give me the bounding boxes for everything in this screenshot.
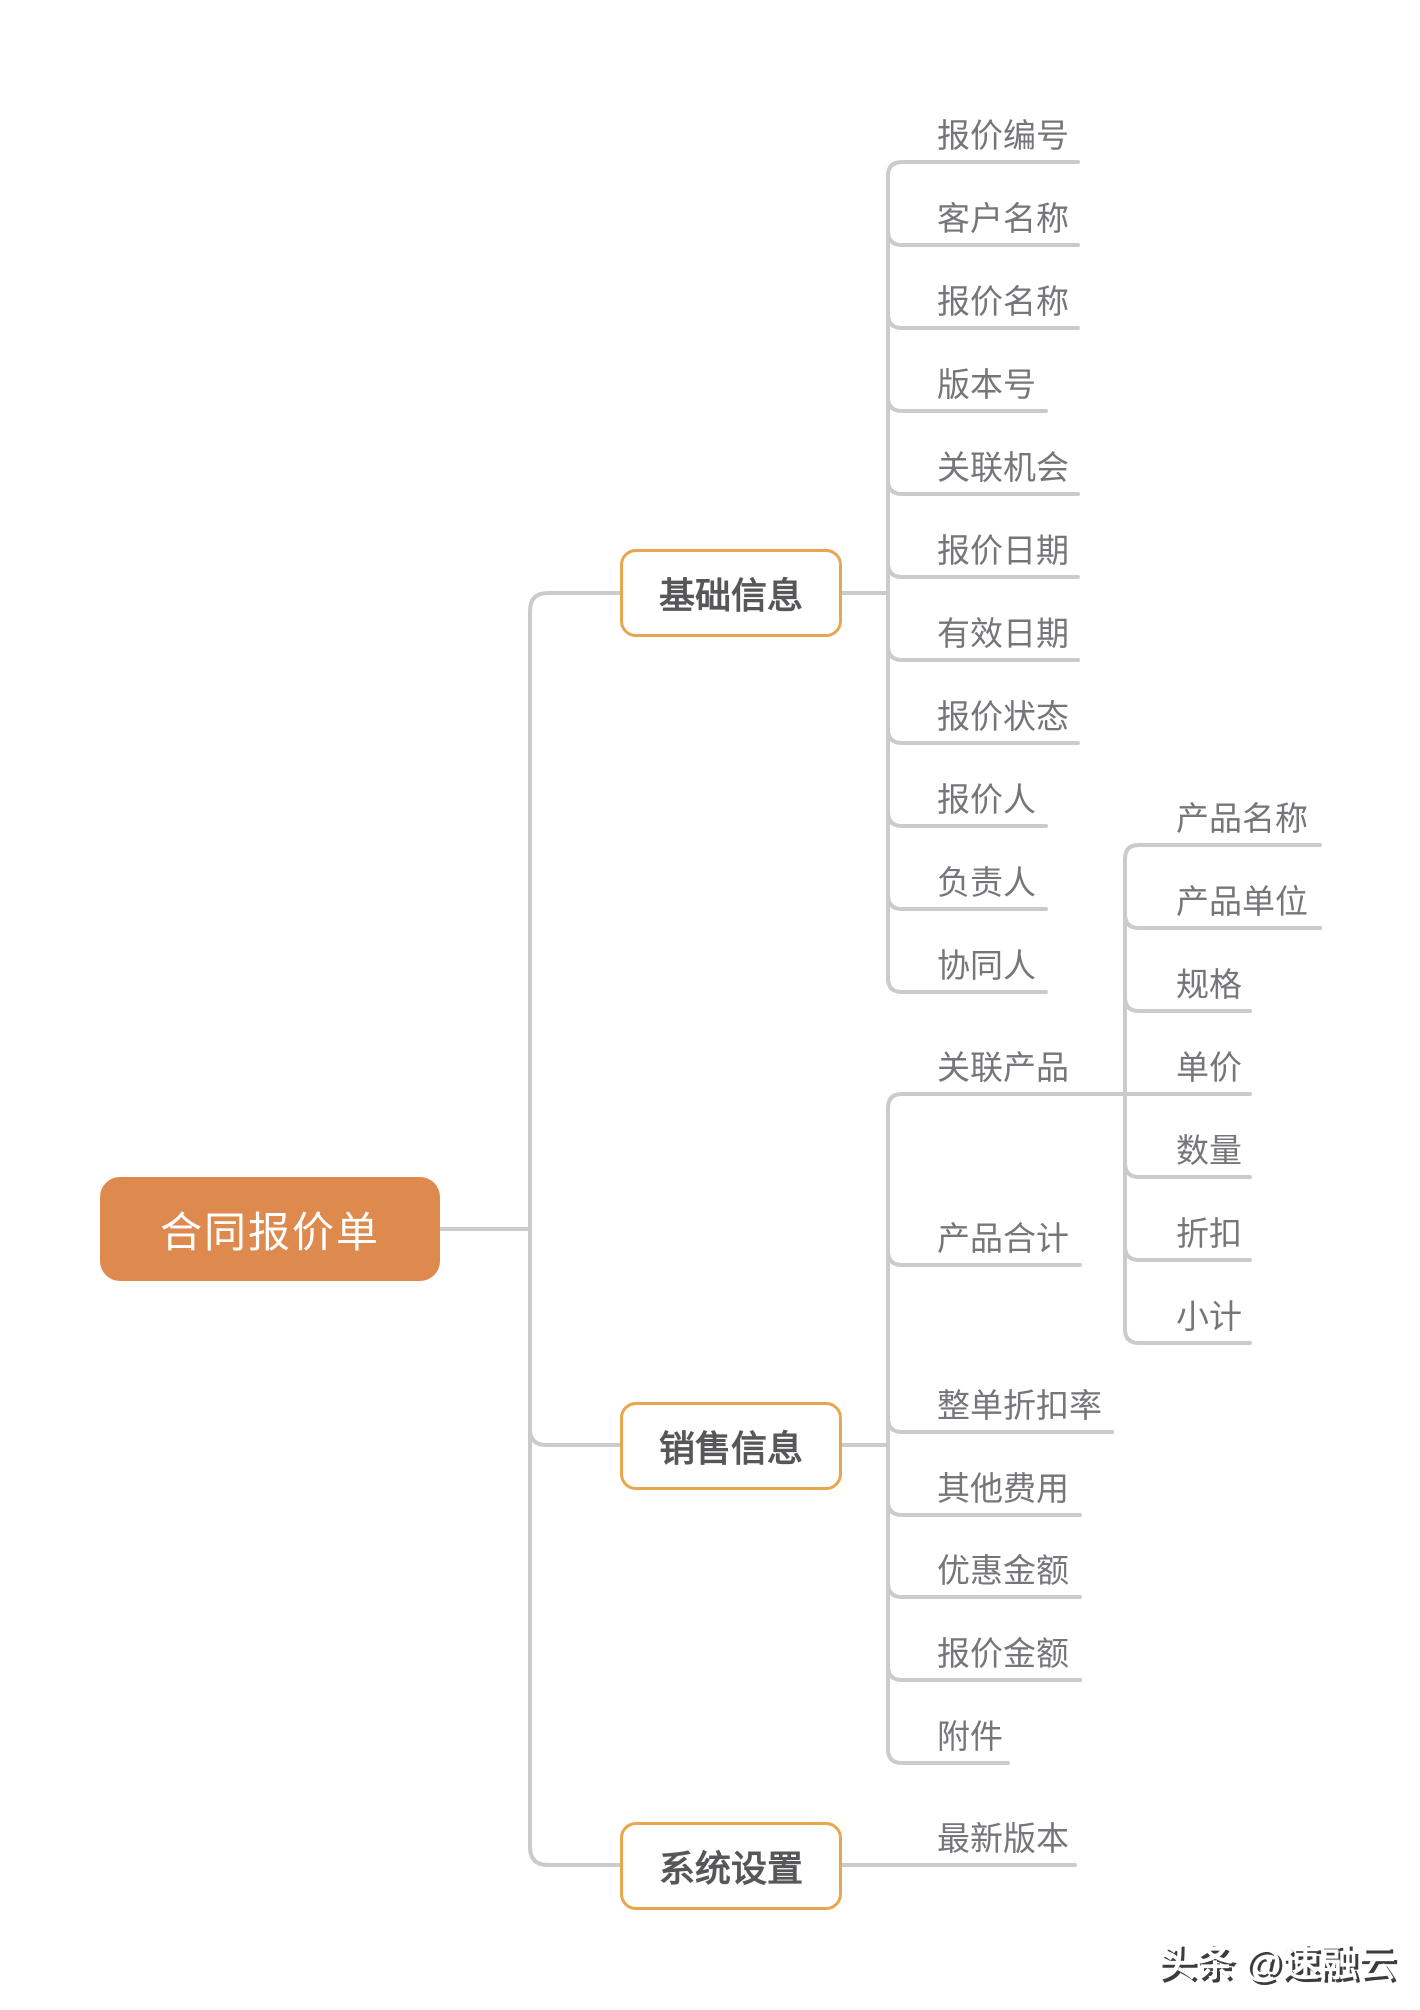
branch-node-system-settings[interactable]: 系统设置 [620, 1822, 842, 1910]
leaf-node[interactable]: 关联机会 [937, 449, 1069, 486]
connector-basic-trunk [886, 160, 1080, 994]
leaf-node[interactable]: 报价日期 [937, 532, 1069, 569]
leaf-node[interactable]: 折扣 [1176, 1215, 1242, 1252]
leaf-node[interactable]: 协同人 [937, 947, 1036, 984]
leaf-node[interactable]: 优惠金额 [937, 1552, 1069, 1589]
leaf-node[interactable]: 报价状态 [937, 698, 1069, 735]
leaf-node[interactable]: 整单折扣率 [937, 1387, 1102, 1424]
watermark: 头条 @速融云 [1158, 1943, 1396, 1985]
leaf-node[interactable]: 产品名称 [1176, 800, 1308, 837]
leaf-node[interactable]: 报价名称 [937, 283, 1069, 320]
leaf-node[interactable]: 报价人 [937, 781, 1036, 818]
leaf-node[interactable]: 有效日期 [937, 615, 1069, 652]
root-node[interactable]: 合同报价单 [100, 1177, 440, 1281]
leaf-node[interactable]: 客户名称 [937, 200, 1069, 237]
leaf-node[interactable]: 负责人 [937, 864, 1036, 901]
leaf-node[interactable]: 报价金额 [937, 1635, 1069, 1672]
leaf-node[interactable]: 版本号 [937, 366, 1036, 403]
leaf-node[interactable]: 产品合计 [937, 1220, 1069, 1257]
leaf-node[interactable]: 规格 [1176, 966, 1242, 1003]
connector-main-trunk [528, 591, 622, 1867]
leaf-node[interactable]: 产品单位 [1176, 883, 1308, 920]
branch-node-basic-info[interactable]: 基础信息 [620, 549, 842, 637]
leaf-node-related-product[interactable]: 关联产品 [937, 1049, 1069, 1086]
leaf-node[interactable]: 其他费用 [937, 1470, 1069, 1507]
leaf-node-latest-version[interactable]: 最新版本 [937, 1820, 1069, 1857]
branch-node-sales-info[interactable]: 销售信息 [620, 1402, 842, 1490]
leaf-node[interactable]: 报价编号 [937, 117, 1069, 154]
connector-sales-trunk [886, 1092, 1127, 1765]
connector-sales-fork [528, 1427, 622, 1447]
leaf-node[interactable]: 单价 [1176, 1049, 1242, 1086]
leaf-node[interactable]: 小计 [1176, 1298, 1242, 1335]
leaf-node[interactable]: 附件 [937, 1718, 1003, 1755]
leaf-node[interactable]: 数量 [1176, 1132, 1242, 1169]
